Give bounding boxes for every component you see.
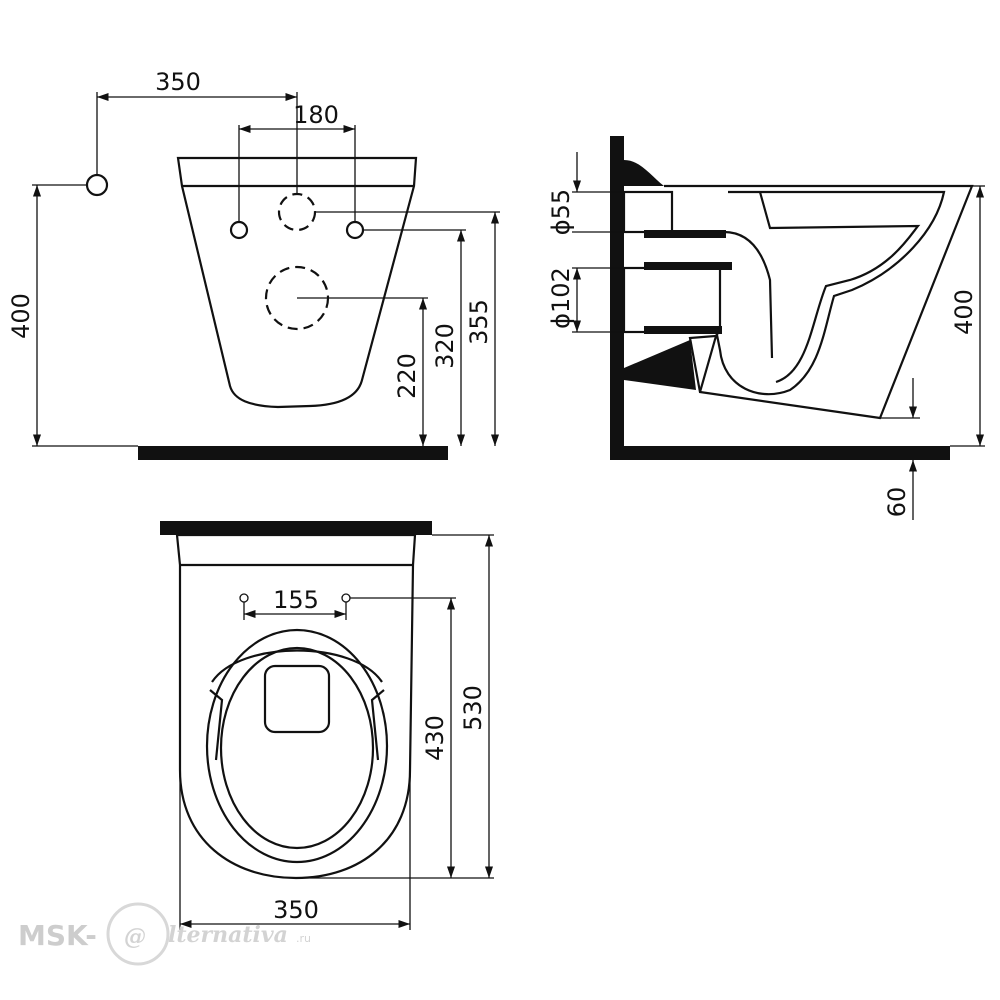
front-dim-label-180: 180 <box>293 101 339 129</box>
top-dim-label-530: 530 <box>459 685 487 731</box>
top-dim-label-430: 430 <box>421 715 449 761</box>
side-bowl-inner <box>714 190 946 396</box>
side-bowl-inner-2 <box>758 191 921 384</box>
side-outlet-pipe <box>622 266 722 334</box>
watermark-brand-right: lternativa <box>168 922 288 948</box>
side-dim-label-102: ϕ102 <box>547 267 575 329</box>
side-inlet-pipe <box>622 190 674 234</box>
top-dim-label-350: 350 <box>273 896 319 924</box>
top-seat-inner <box>219 646 375 850</box>
side-inlet-wall <box>644 230 726 238</box>
front-view: 350 180 400 220 320 355 <box>7 68 500 460</box>
top-lid-handle <box>263 664 331 734</box>
front-water-pipe-circle <box>85 173 109 197</box>
top-bolt-hole-right <box>341 593 351 603</box>
side-outlet-wall-top <box>644 262 732 270</box>
front-dim-label-355: 355 <box>465 299 493 345</box>
top-seat-right-hinge <box>370 689 385 761</box>
front-bolt-hole-right <box>345 220 365 240</box>
watermark-brand-symbol: @ <box>124 924 146 950</box>
front-dim-label-220: 220 <box>393 353 421 399</box>
watermark: MSK- @ lternativa .ru <box>18 902 311 966</box>
front-floor-bar <box>138 446 448 460</box>
side-dim-label-55: ϕ55 <box>547 189 575 235</box>
side-trap-outlet <box>698 335 718 393</box>
front-dim-label-350: 350 <box>155 68 201 96</box>
top-bolt-hole-left <box>239 593 249 603</box>
top-seat-outer <box>205 628 389 864</box>
front-inlet-circle <box>277 192 317 232</box>
side-dim-label-400: 400 <box>950 289 978 335</box>
top-seat-left-hinge <box>209 689 224 761</box>
front-bolt-hole-left <box>229 220 249 240</box>
watermark-brand-tld: .ru <box>296 932 311 945</box>
top-seat-hinge-band <box>211 649 383 683</box>
side-wall-bracket <box>624 160 664 186</box>
top-view: 155 430 530 350 <box>160 521 494 930</box>
front-dim-label-400: 400 <box>7 293 35 339</box>
side-wall <box>610 136 624 458</box>
side-trap-curve <box>723 230 774 359</box>
side-view: ϕ55 ϕ102 400 60 <box>547 136 985 520</box>
side-base-foot <box>624 340 696 390</box>
top-wall-bar <box>160 521 432 535</box>
watermark-at-circle <box>106 902 170 966</box>
front-dim-label-320: 320 <box>431 323 459 369</box>
side-dim-label-60: 60 <box>883 487 911 518</box>
side-floor <box>610 446 950 460</box>
watermark-brand-left: MSK- <box>18 919 97 952</box>
top-dim-label-155: 155 <box>273 586 319 614</box>
front-bowl-outline <box>176 156 418 409</box>
